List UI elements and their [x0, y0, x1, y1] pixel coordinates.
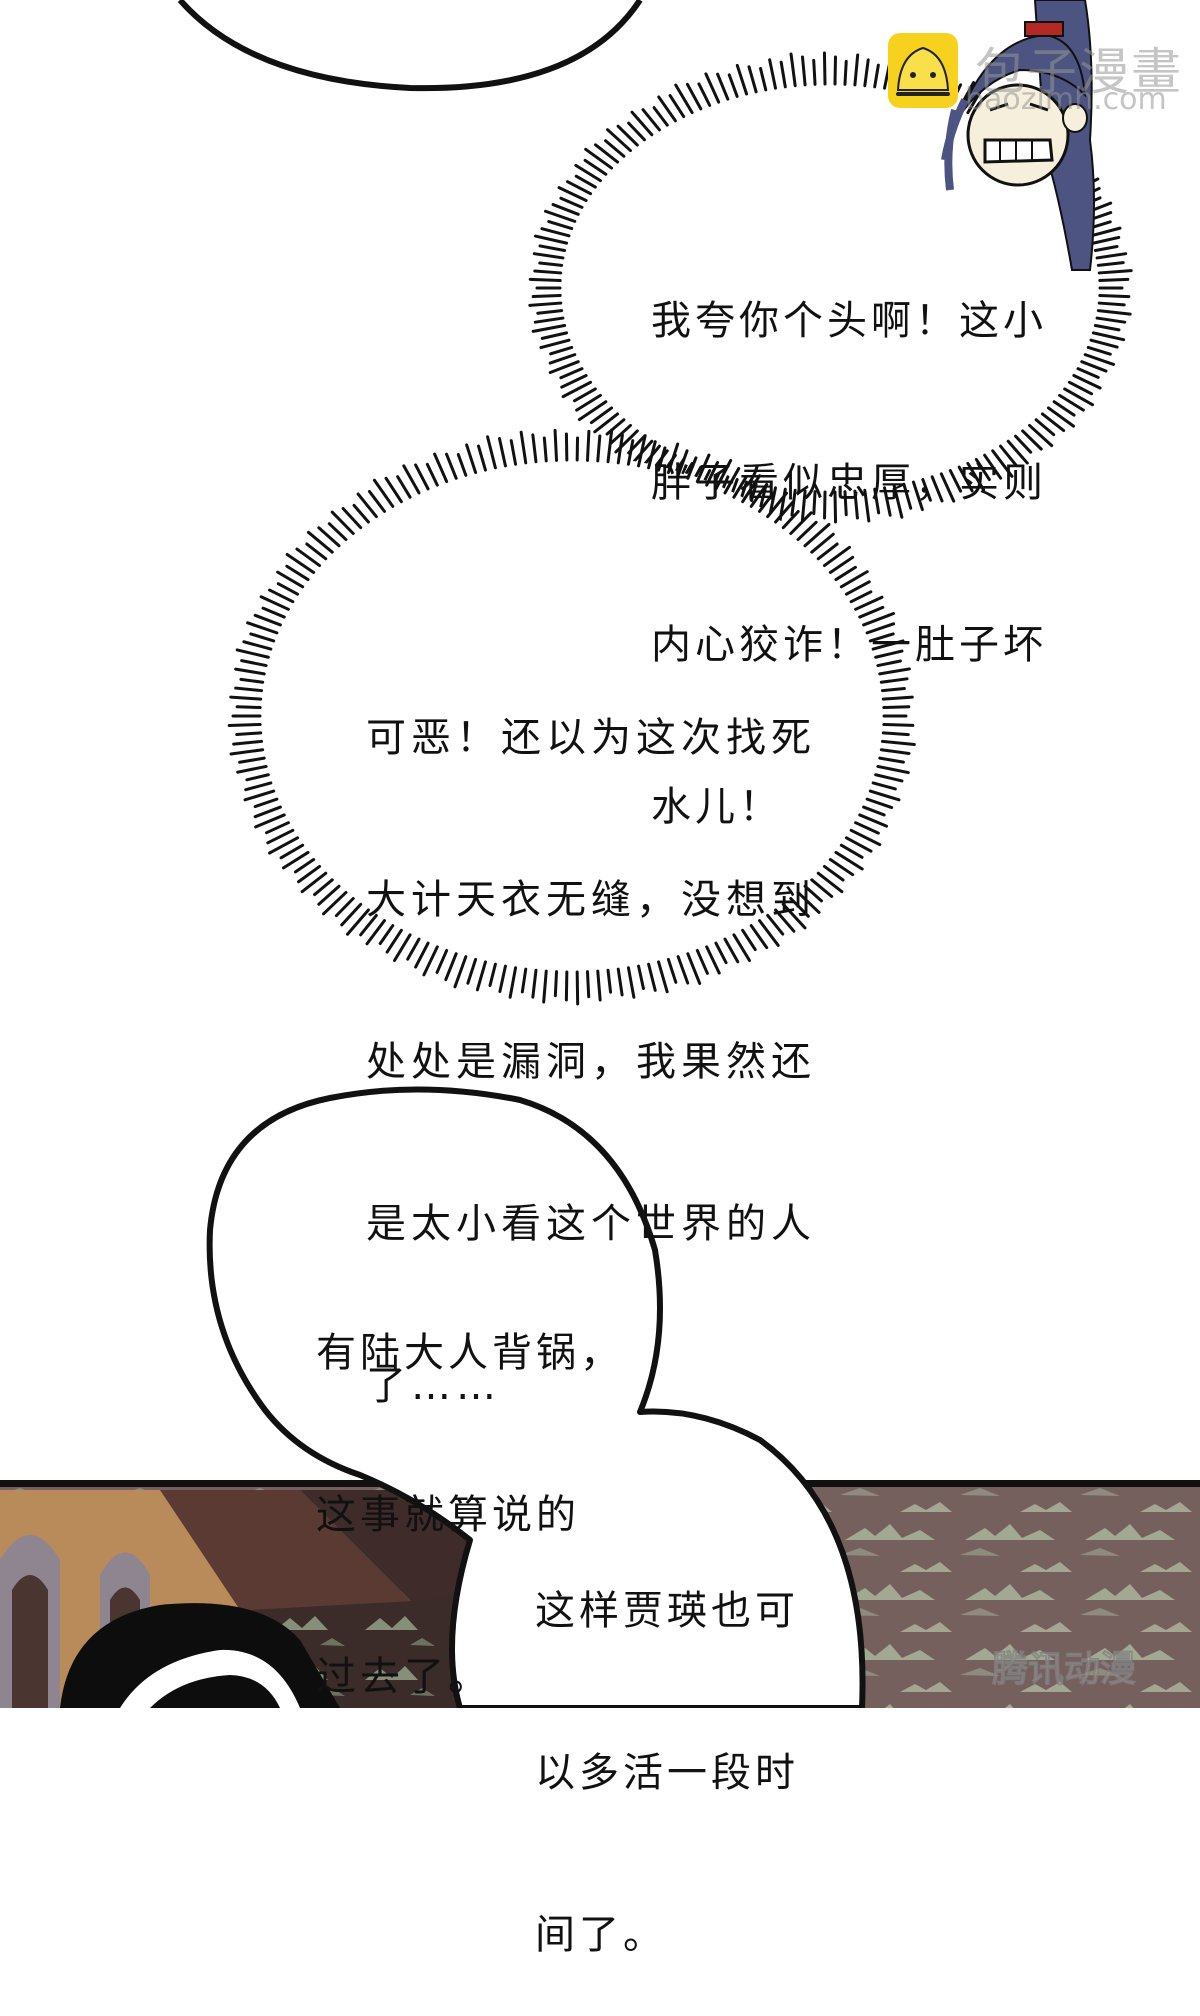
bubble-line: 以多活一段时 — [535, 1746, 799, 1800]
watermark-site-url: baozimh.com — [965, 82, 1167, 117]
bubble-line: 间了。 — [535, 1908, 799, 1962]
bubble-line: 大计天衣无缝，没想到 — [366, 873, 816, 927]
bun-logo-icon — [888, 33, 958, 108]
speech-bubble-4-text: 这样贾瑛也可 以多活一段时 间了。 — [535, 1476, 799, 2016]
top-bubble-edge — [180, 0, 640, 88]
watermark-publisher-mark: 腾讯动漫 — [992, 1640, 1136, 1692]
bubble-line: 这样贾瑛也可 — [535, 1584, 799, 1638]
bubble-line: 可恶！还以为这次找死 — [366, 711, 816, 765]
bubble-line: 胖子看似忠厚，实则 — [651, 456, 1047, 510]
bubble-line: 处处是漏洞，我果然还 — [366, 1035, 816, 1089]
bubble-line: 我夸你个头啊！这小 — [651, 294, 1047, 348]
bubble-line: 有陆大人背锅， — [316, 1326, 624, 1380]
